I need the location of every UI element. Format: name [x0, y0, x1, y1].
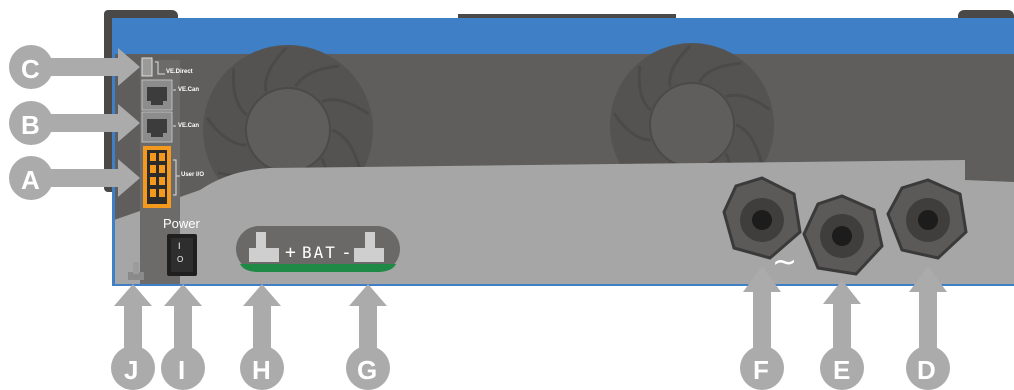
fan-blade — [698, 61, 742, 83]
io-pin — [159, 153, 165, 161]
power-switch[interactable] — [167, 234, 197, 276]
ve-direct-port — [141, 57, 153, 77]
io-pin — [159, 189, 165, 197]
fan-blade — [668, 44, 692, 88]
cable-gland-f — [722, 176, 802, 260]
callout-arrow-i — [161, 284, 205, 390]
callout-arrow-g — [346, 284, 390, 390]
callout-a: A — [21, 165, 40, 195]
fan-blade — [231, 68, 248, 117]
callout-arrow-h — [240, 284, 284, 390]
fan-blade — [263, 46, 288, 93]
ve-can-label-1: VE.Can — [178, 87, 200, 93]
callout-h: H — [252, 355, 271, 385]
negative-terminal — [354, 232, 384, 262]
callout-d: D — [917, 355, 936, 385]
callout-e: E — [833, 355, 851, 385]
fan-blade — [294, 64, 340, 88]
positive-terminal — [249, 232, 279, 262]
io-pin — [150, 165, 156, 173]
ground-stud — [128, 262, 144, 280]
top-center-tab — [458, 14, 676, 20]
left-edge — [112, 18, 115, 286]
io-pin — [150, 189, 156, 197]
io-pin — [159, 177, 165, 185]
callout-arrow-c — [9, 45, 140, 89]
io-pin — [150, 153, 156, 161]
callout-arrow-d — [906, 266, 950, 390]
callout-i: I — [178, 355, 186, 385]
bat-plus-label: + — [285, 242, 296, 263]
user-io-connector — [143, 146, 180, 208]
io-pin — [159, 165, 165, 173]
fan-blade — [612, 112, 651, 142]
callout-b: B — [21, 110, 40, 140]
top-band — [114, 18, 1014, 54]
fan-blade — [205, 116, 247, 147]
ve-direct-label: VE.Direct — [166, 69, 193, 75]
bat-minus-label: - — [341, 242, 352, 263]
switch-off-symbol: O — [177, 255, 184, 264]
fan-blade — [331, 128, 362, 170]
callout-c: C — [21, 54, 40, 84]
bat-label: BAT — [302, 243, 337, 262]
power-label: Power — [163, 216, 200, 231]
callout-arrow-e — [820, 280, 864, 390]
fan-blade — [637, 65, 652, 112]
ac-symbol: ~ — [772, 245, 798, 280]
callout-arrow-b — [9, 101, 140, 145]
fan-blade — [321, 98, 370, 116]
bottom-edge — [114, 284, 1014, 286]
callout-arrow-f — [740, 266, 784, 390]
ve-can-label-2: VE.Can — [178, 123, 200, 129]
cable-gland-d — [886, 178, 968, 260]
callout-j: J — [124, 355, 139, 385]
callout-g: G — [357, 355, 378, 385]
fan-blade — [725, 93, 771, 111]
callout-f: F — [753, 355, 769, 385]
io-pin — [150, 177, 156, 185]
user-io-label: User I/O — [181, 172, 205, 178]
callout-arrow-a — [9, 156, 140, 200]
switch-on-symbol: I — [178, 241, 181, 251]
callout-arrow-j — [111, 284, 155, 390]
cable-gland-e — [802, 194, 884, 276]
fan-blade — [735, 123, 763, 164]
